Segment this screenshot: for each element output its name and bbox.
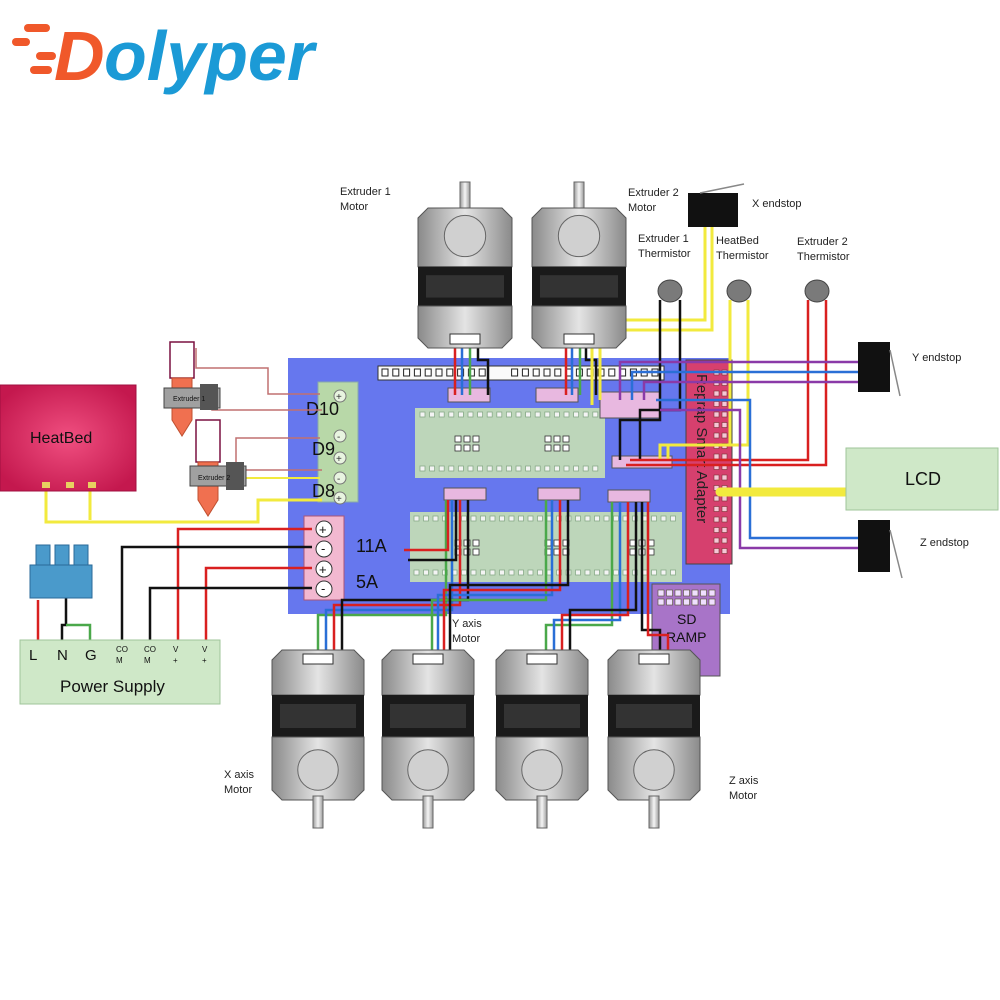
svg-text:+: + — [319, 522, 327, 537]
psu-terminal-label: G — [85, 647, 97, 664]
z-axis-stepper-motor-2 — [607, 649, 701, 829]
y-axis-motor-label: Y axis — [452, 618, 482, 630]
label-11a: 11A — [356, 536, 387, 556]
extruder2-motor-label: Extruder 2 — [628, 187, 679, 199]
svg-text:-: - — [337, 432, 340, 443]
svg-text:+: + — [336, 392, 342, 403]
psu-terminal-label: N — [57, 647, 68, 664]
psu-terminal-label: + — [202, 656, 207, 665]
z-endstop-label: Z endstop — [920, 537, 969, 549]
extruder1-thermistor-label: Extruder 1 — [638, 233, 689, 245]
d9-label: D9 — [312, 439, 335, 459]
z-axis-motor-label: Z axis — [729, 775, 759, 787]
svg-text:+: + — [336, 454, 342, 465]
power-input-pins: + - + - — [315, 520, 333, 598]
psu-terminal-label: V — [202, 645, 208, 654]
heatbed-pads — [42, 482, 96, 488]
adapter-pins — [713, 369, 728, 554]
d8-label: D8 — [312, 481, 335, 501]
extruder1-thermistor-label-2: Thermistor — [638, 248, 691, 260]
sd-label: SD — [677, 611, 696, 627]
psu-terminal-label: V — [173, 645, 179, 654]
extruder2-thermistor-label-2: Thermistor — [797, 251, 850, 263]
logo: D olyper — [12, 17, 318, 95]
smart-adapter-label: Reprap Smart Adapter — [693, 374, 710, 523]
extruder2-hotend: Extruder 2 — [189, 419, 247, 517]
logo-d-letter: D — [54, 17, 105, 95]
extruder1-label: Extruder 1 — [173, 396, 205, 403]
extruder1-motor-label: Extruder 1 — [340, 186, 391, 198]
extruder2-label: Extruder 2 — [198, 475, 230, 482]
psu-terminal-label: CO — [116, 645, 128, 654]
svg-text:+: + — [319, 562, 327, 577]
y-axis-motor-label-2: Motor — [452, 633, 480, 645]
terminal-screws: + - + - + — [333, 389, 347, 505]
lcd-label: LCD — [905, 469, 941, 489]
svg-text:-: - — [337, 474, 340, 485]
power-supply-label: Power Supply — [60, 677, 165, 696]
label-5a: 5A — [356, 572, 378, 592]
heatbed-label: HeatBed — [30, 430, 92, 447]
psu-terminal-label: M — [116, 656, 123, 665]
x-endstop-switch — [688, 183, 745, 227]
extruder2-thermistor-label: Extruder 2 — [797, 236, 848, 248]
lcd-panel — [845, 447, 999, 511]
z-axis-stepper-motor-1 — [495, 649, 589, 829]
ramp-label: RAMP — [666, 629, 706, 645]
extruder2-motor-label-2: Motor — [628, 202, 656, 214]
y-axis-stepper-motor — [381, 649, 475, 829]
heatbed-thermistor-label-2: Thermistor — [716, 250, 769, 262]
z-endstop-switch — [858, 520, 903, 579]
psu-terminal-label: + — [173, 656, 178, 665]
svg-text:-: - — [321, 581, 325, 596]
extruder1-motor-label-2: Motor — [340, 201, 368, 213]
extruder2-stepper-motor — [531, 181, 627, 349]
wires — [36, 225, 860, 655]
svg-text:-: - — [321, 541, 325, 556]
heatbed — [0, 384, 137, 492]
y-endstop-label: Y endstop — [912, 352, 961, 364]
z-axis-motor-label-2: Motor — [729, 790, 757, 802]
psu-terminal-label: CO — [144, 645, 156, 654]
x-axis-stepper-motor — [271, 649, 365, 829]
ac-plug-icon — [29, 544, 93, 599]
psu-terminal-label: M — [144, 656, 151, 665]
svg-text:+: + — [336, 494, 342, 505]
thermistor-icons — [657, 279, 830, 303]
heatbed-thermistor-label: HeatBed — [716, 235, 759, 247]
y-endstop-switch — [858, 342, 901, 397]
psu-terminal-label: L — [29, 647, 37, 664]
extruder1-stepper-motor — [417, 181, 513, 349]
d10-label: D10 — [306, 399, 339, 419]
logo-text: olyper — [104, 17, 318, 95]
x-endstop-label: X endstop — [752, 198, 802, 210]
x-axis-motor-label-2: Motor — [224, 784, 252, 796]
sd-ramp-pins — [657, 589, 716, 606]
extruder1-hotend: Extruder 1 — [163, 341, 221, 437]
speed-lines-icon — [12, 24, 56, 74]
x-axis-motor-label: X axis — [224, 769, 254, 781]
